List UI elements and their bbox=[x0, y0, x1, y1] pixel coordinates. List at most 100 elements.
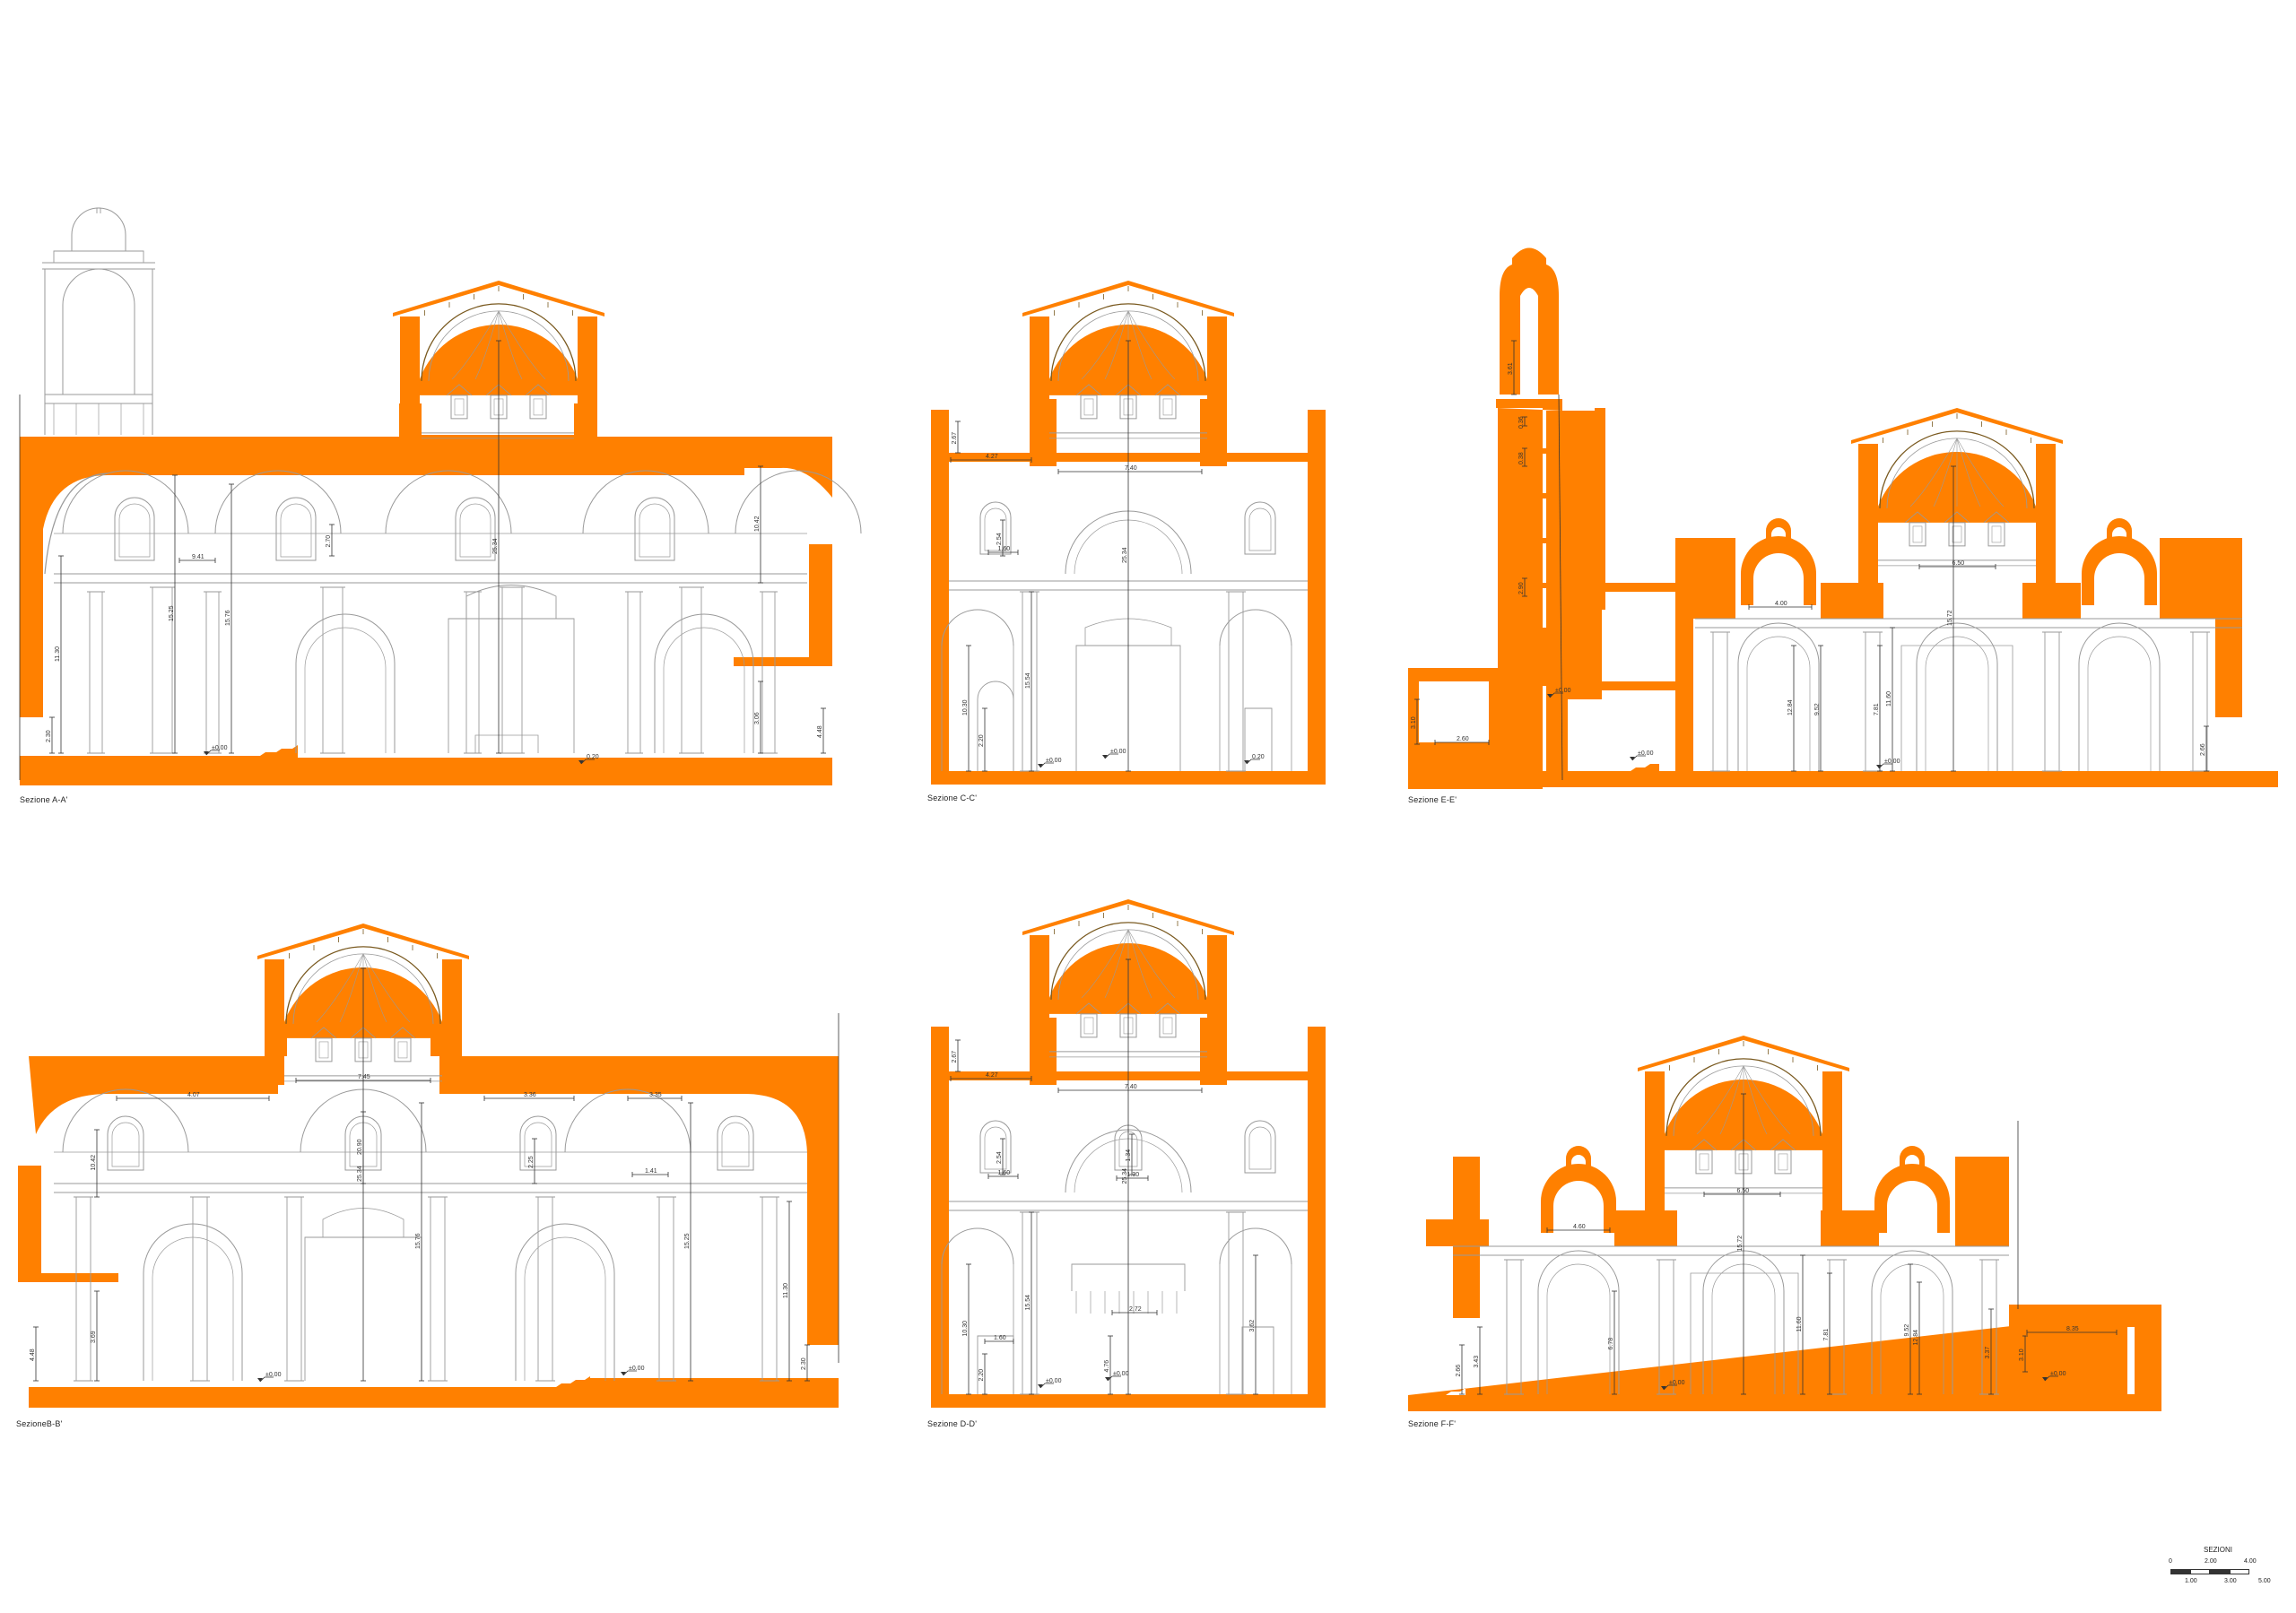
outline-line bbox=[1916, 622, 1998, 771]
outline-line bbox=[658, 1197, 674, 1381]
dimension-label: 2.20 bbox=[978, 1369, 985, 1382]
scale-segment bbox=[2230, 1569, 2249, 1574]
outline-line bbox=[564, 1088, 691, 1153]
dimension-label: 2.20 bbox=[978, 734, 985, 747]
outline-line bbox=[580, 759, 595, 765]
level-marker bbox=[578, 760, 584, 764]
outline-line bbox=[1695, 618, 2242, 629]
outline-line bbox=[280, 503, 312, 558]
outline-line bbox=[362, 953, 387, 1023]
outline-line bbox=[1658, 1260, 1674, 1394]
caption-section-a: Sezione A-A' bbox=[20, 795, 68, 804]
outline-line bbox=[1778, 1153, 1788, 1171]
outline-line bbox=[205, 592, 220, 753]
dimension-label: 4.00 bbox=[1775, 601, 1787, 607]
level-label: ±0.00 bbox=[1638, 750, 1654, 757]
outline-line bbox=[54, 1183, 807, 1193]
outline-line bbox=[1537, 1250, 1620, 1394]
outline-line bbox=[111, 1122, 140, 1167]
level-marker bbox=[1244, 760, 1249, 764]
dimension-label: 9.41 bbox=[192, 554, 204, 560]
outline-line bbox=[394, 1037, 412, 1062]
outline-line bbox=[143, 1223, 243, 1381]
outline-line bbox=[1228, 592, 1244, 771]
outline-line bbox=[1956, 438, 1981, 507]
outline-line bbox=[1900, 645, 2013, 771]
dimension-label: 20.90 bbox=[357, 1139, 363, 1155]
dimension-label: 15.76 bbox=[415, 1233, 422, 1249]
dimension-label: 12.84 bbox=[1913, 1330, 1919, 1346]
vault-section bbox=[20, 403, 832, 717]
level-marker bbox=[1547, 694, 1552, 698]
outline-line bbox=[1241, 1326, 1274, 1394]
dimension-label: 2.66 bbox=[2200, 743, 2206, 756]
outline-line bbox=[1991, 525, 2002, 543]
outline-line bbox=[1244, 707, 1273, 771]
dimension-label: 6.50 bbox=[1737, 1188, 1750, 1194]
dimension-label: 11.60 bbox=[1796, 1316, 1803, 1331]
tower-floor-section bbox=[1525, 628, 1546, 633]
dimension-label: 2.30 bbox=[46, 730, 52, 742]
outline-line bbox=[1506, 1260, 1522, 1394]
outline-line bbox=[1774, 1149, 1792, 1175]
outline-line bbox=[524, 1236, 606, 1381]
drum-section bbox=[1858, 444, 2056, 587]
dimension-label: 2.30 bbox=[801, 1357, 807, 1370]
outline-line bbox=[304, 627, 387, 753]
outline-line bbox=[979, 501, 1012, 555]
slab-section bbox=[949, 453, 1057, 462]
outline-line bbox=[1104, 929, 1129, 999]
outline-line bbox=[1119, 1013, 1137, 1038]
pier-section bbox=[2022, 583, 2081, 619]
vault-section bbox=[29, 1056, 839, 1345]
outline-line bbox=[1244, 1120, 1276, 1174]
outline-line bbox=[1081, 310, 1129, 380]
caption-section-f: Sezione F-F' bbox=[1408, 1419, 1457, 1428]
outline-line bbox=[118, 503, 151, 558]
outline-line bbox=[2042, 631, 2062, 772]
dimension-label: 3.61 bbox=[1508, 362, 1514, 375]
section-d-drawing: 4.277.402.6725.342.541.601.341.3015.5410… bbox=[931, 899, 1326, 1408]
level-marker bbox=[1105, 1377, 1110, 1381]
slab-section bbox=[1202, 1071, 1309, 1080]
scale-label: 5.00 bbox=[2258, 1578, 2271, 1584]
dimension-label: 4.07 bbox=[187, 1092, 200, 1098]
dimension-label: 1.41 bbox=[645, 1168, 657, 1175]
outline-line bbox=[96, 207, 101, 213]
outline-line bbox=[1248, 507, 1272, 551]
outline-line bbox=[515, 1223, 615, 1381]
dimension-label: 15.76 bbox=[225, 610, 231, 626]
outline-line bbox=[535, 1196, 555, 1382]
dimension-label: 7.45 bbox=[358, 1074, 370, 1080]
dimension-label: 6.78 bbox=[1608, 1338, 1614, 1350]
outline-line bbox=[275, 497, 317, 561]
outline-line bbox=[1952, 525, 1962, 543]
level-label: ±0.00 bbox=[2050, 1371, 2066, 1377]
level-label: 0.20 bbox=[1252, 754, 1265, 760]
dimension-label: 3.43 bbox=[1474, 1356, 1480, 1368]
tower-floor-section bbox=[1525, 538, 1546, 543]
outline-line bbox=[214, 470, 342, 534]
outline-line bbox=[977, 1335, 1014, 1394]
wall-section bbox=[734, 657, 832, 666]
tower-wall-section bbox=[1498, 411, 1525, 787]
outline-line bbox=[1022, 592, 1038, 771]
outline-line bbox=[1743, 1065, 1791, 1135]
outline-line bbox=[657, 1196, 676, 1382]
level-marker bbox=[1630, 757, 1635, 760]
caption-section-c: Sezione C-C' bbox=[927, 793, 978, 802]
dimension-label: 1.30 bbox=[1127, 1172, 1140, 1178]
outline-line bbox=[152, 1236, 234, 1381]
outline-line bbox=[1865, 632, 1881, 771]
outline-line bbox=[1244, 501, 1276, 555]
outline-line bbox=[1944, 511, 1970, 524]
outline-line bbox=[1453, 1245, 2009, 1256]
outline-line bbox=[1162, 398, 1173, 416]
outline-line bbox=[62, 470, 189, 534]
outline-line bbox=[1879, 430, 2035, 508]
outline-line bbox=[1665, 1058, 1822, 1136]
outline-line bbox=[1743, 1065, 1768, 1135]
outline-line bbox=[1083, 1017, 1094, 1035]
scale-label: 4.00 bbox=[2244, 1558, 2257, 1565]
